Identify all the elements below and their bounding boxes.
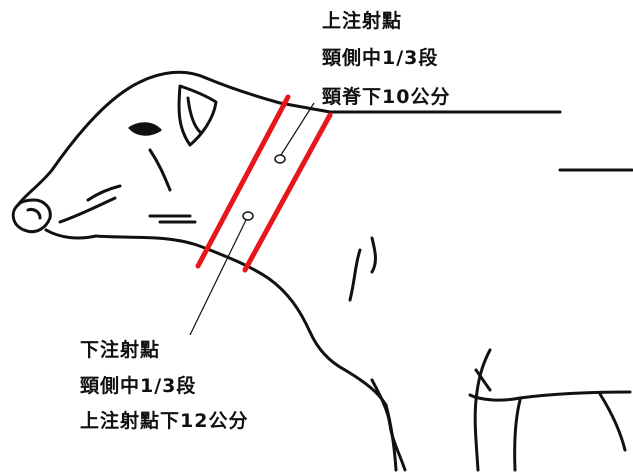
rear-boundary-line	[242, 112, 333, 273]
upper-point-location: 頸側中1/3段	[322, 47, 439, 69]
lower-injection-point	[242, 211, 254, 221]
upper-leader-line	[280, 102, 315, 156]
upper-point-title: 上注射點	[322, 10, 403, 32]
front-boundary-line	[195, 94, 291, 269]
injection-points	[242, 154, 286, 221]
lower-leader-line	[189, 219, 247, 336]
lower-point-distance: 上注射點下12公分	[80, 410, 249, 432]
neck-boundary-lines	[195, 94, 333, 273]
leader-lines	[189, 102, 315, 336]
upper-injection-point	[274, 154, 286, 164]
upper-point-distance: 頸脊下10公分	[322, 86, 451, 108]
cow-outline	[11, 70, 633, 472]
lower-point-title: 下注射點	[80, 339, 161, 361]
lower-point-location: 頸側中1/3段	[80, 375, 197, 397]
